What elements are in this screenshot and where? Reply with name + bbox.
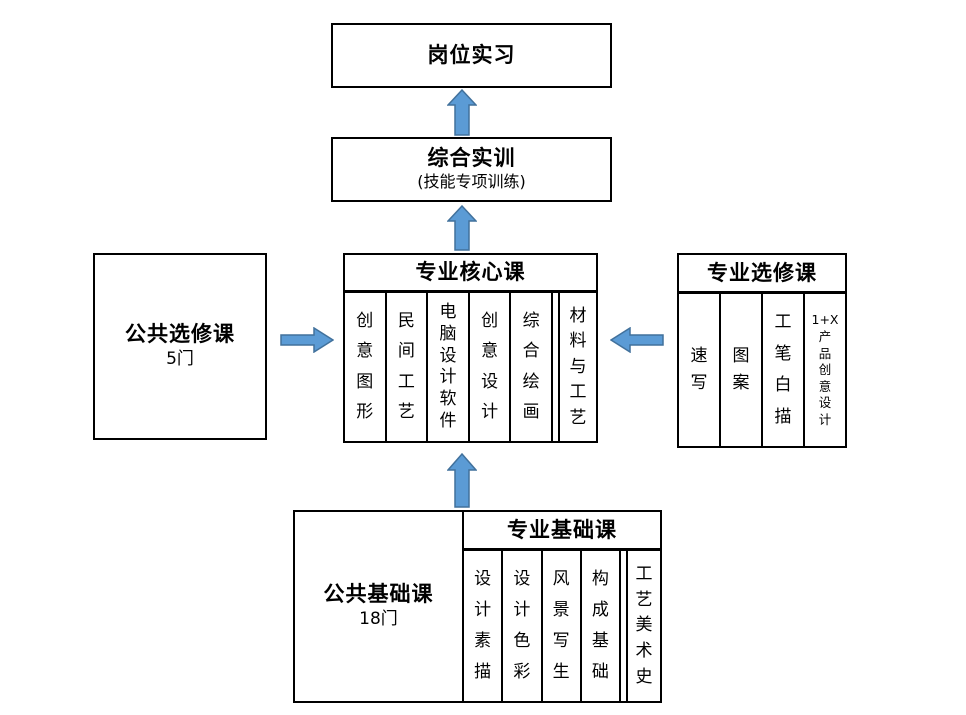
public-electives-box: 公共选修课 5门 [93,253,267,440]
up-arrow-icon [447,89,477,136]
major-foundation-column: 设计素描 [464,551,504,701]
major-elective-column: 工笔白描 [763,294,805,446]
major-electives-columns: 速写 图案 工笔白描 1+X 产品创意设计 [679,294,845,446]
major-foundation-column: 设计色彩 [503,551,543,701]
left-arrow-icon [610,327,664,353]
post-internship-box: 岗位实习 [331,23,612,88]
public-foundation-cell: 公共基础课 18门 [295,512,464,701]
core-courses-header: 专业核心课 [345,255,596,293]
core-course-column: 综合绘画 [511,293,553,441]
up-arrow-icon [447,453,477,508]
core-courses-box: 专业核心课 创意图形 民间工艺 电脑设计软件 创意设计 综合绘画 材料与工艺 [343,253,598,443]
comprehensive-training-title: 综合实训 [427,146,516,171]
core-course-column: 民间工艺 [387,293,429,441]
major-foundation-columns: 设计素描 设计色彩 风景写生 构成基础 工艺美术史 [464,551,660,701]
major-foundation-title: 专业基础课 [507,517,617,542]
major-electives-header: 专业选修课 [679,255,845,294]
post-internship-title: 岗位实习 [427,43,516,68]
major-foundation-header: 专业基础课 [464,512,660,551]
core-course-column: 创意图形 [345,293,387,441]
up-arrow-icon [447,205,477,251]
public-foundation-count: 18门 [359,608,398,629]
core-courses-columns: 创意图形 民间工艺 电脑设计软件 创意设计 综合绘画 材料与工艺 [345,293,596,441]
major-elective-column-1x: 1+X 产品创意设计 [805,294,845,446]
major-elective-column: 图案 [721,294,763,446]
public-electives-title: 公共选修课 [125,321,235,346]
major-foundation-section: 专业基础课 设计素描 设计色彩 风景写生 构成基础 工艺美术史 [464,512,660,701]
1x-certificate-label: 1+X [811,311,839,327]
major-foundation-column: 构成基础 [582,551,621,701]
right-arrow-icon [280,327,334,353]
comprehensive-training-box: 综合实训 (技能专项训练) [331,137,612,202]
public-electives-count: 5门 [166,348,194,369]
core-course-column: 材料与工艺 [557,293,596,441]
comprehensive-training-subtitle: (技能专项训练) [417,172,526,192]
major-foundation-column: 风景写生 [543,551,582,701]
major-foundation-column: 工艺美术史 [626,551,660,701]
core-course-column: 创意设计 [470,293,512,441]
foundation-courses-box: 公共基础课 18门 专业基础课 设计素描 设计色彩 风景写生 构成基础 工艺美术… [293,510,662,703]
major-elective-column: 速写 [679,294,721,446]
public-foundation-title: 公共基础课 [323,581,434,606]
major-electives-title: 专业选修课 [707,260,817,285]
core-courses-title: 专业核心课 [415,260,526,285]
1x-course-name: 产品创意设计 [818,329,832,427]
major-electives-box: 专业选修课 速写 图案 工笔白描 1+X 产品创意设计 [677,253,847,448]
core-course-column: 电脑设计软件 [428,293,470,441]
